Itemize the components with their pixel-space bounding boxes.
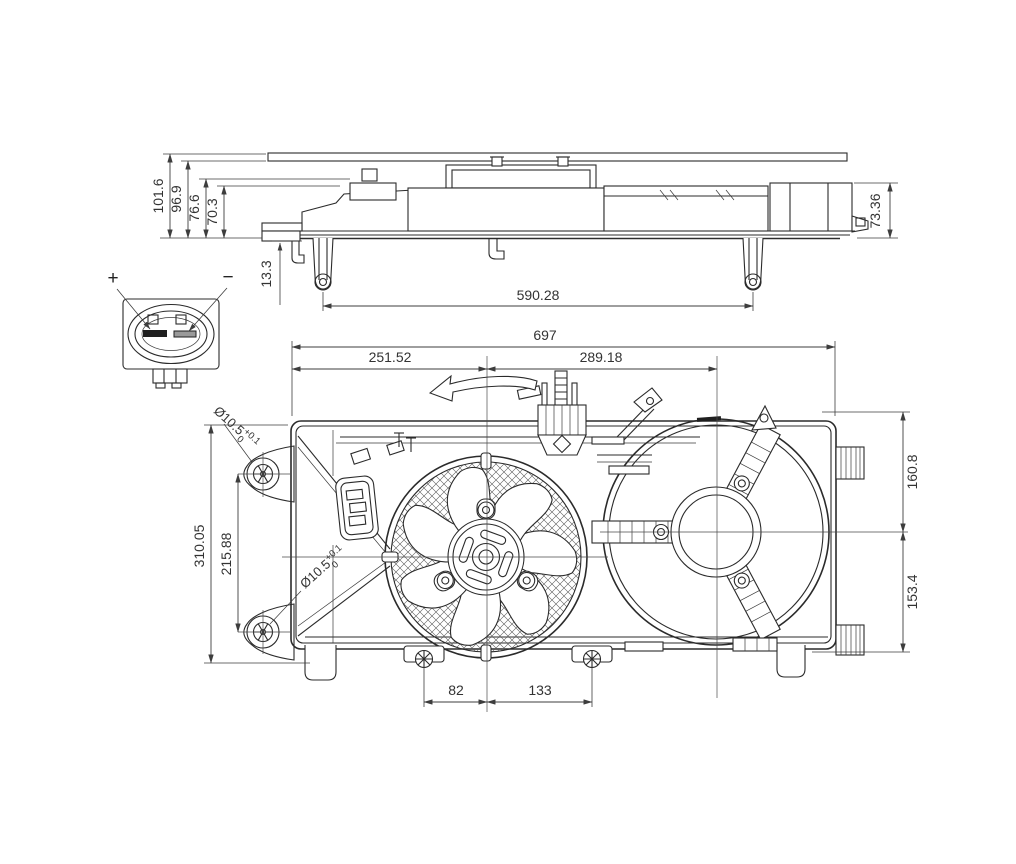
dim-label: 590.28: [517, 287, 560, 303]
dim-foot-right: 133: [486, 668, 593, 707]
fan-ring-tabs: [381, 452, 492, 662]
polarity-positive-label: +: [107, 268, 118, 289]
side-right-end: [769, 182, 869, 233]
side-view: [261, 152, 869, 291]
motor-bosses: [433, 498, 539, 592]
side-left-hook: [291, 241, 305, 264]
dim-label: 133: [528, 682, 552, 698]
side-center-hook: [488, 238, 505, 260]
side-right-pan: [603, 185, 769, 232]
dim-label: 215.88: [218, 532, 234, 575]
dim-side-h-motor: 70.3: [204, 185, 340, 239]
dim-label: 101.6: [150, 178, 166, 213]
ring-mark: [696, 416, 722, 422]
dim-right-upper: 160.8: [822, 411, 920, 533]
dim-right-lower: 153.4: [812, 531, 920, 653]
connector-key-slot: [175, 314, 187, 325]
dim-label: 697: [533, 327, 557, 343]
rotation-direction-arrow-icon: [428, 374, 538, 402]
top-bracket: [516, 370, 625, 456]
bottom-feet: [304, 637, 806, 681]
dim-side-h-rail: 96.9: [168, 160, 266, 239]
side-left-leg: [312, 237, 334, 291]
dim-side-h-right: 73.36: [854, 182, 898, 239]
dim-label: 289.18: [580, 349, 623, 365]
dim-label: 251.52: [369, 349, 412, 365]
dim-side-h-total: 101.6: [150, 153, 266, 239]
dim-side-tab-offset: 13.3: [258, 240, 302, 305]
shroud-connector-box: [335, 475, 379, 541]
side-clip: [361, 168, 378, 182]
foot-hole: [414, 649, 434, 669]
dim-foot-left: 82: [423, 668, 488, 707]
dim-center-to-center: 289.18: [486, 349, 718, 372]
dim-side-mount-span: 590.28: [322, 287, 754, 311]
dim-label: 76.6: [186, 194, 202, 221]
side-motor-housing: [445, 156, 597, 189]
connector-terminal-negative: [173, 330, 197, 338]
ring-clip-top: [751, 404, 777, 431]
polarity-negative-label: −: [222, 267, 233, 288]
dim-label: 82: [448, 682, 464, 698]
side-right-leg: [742, 237, 764, 291]
mid-rails: [597, 454, 652, 475]
dimensions-side-view: 101.6 96.9 76.6 70.3 13.3 73.36: [150, 153, 898, 311]
leader-negative: [188, 287, 228, 332]
dim-label: 310.05: [191, 524, 207, 567]
dim-label: 70.3: [204, 198, 220, 225]
dim-overall-width: 697: [291, 327, 836, 416]
dim-label: 153.4: [904, 574, 920, 609]
dim-side-h-bolt: 76.6: [186, 178, 350, 239]
dim-label: 160.8: [904, 454, 920, 489]
leader-positive: [116, 288, 151, 330]
callout-hole-top: Ø10.5 +0.1 0: [211, 403, 262, 463]
bumper-mounts: [835, 446, 865, 656]
side-base-rail: [262, 230, 855, 240]
connector-detail: + −: [107, 267, 234, 389]
connector-key-slot: [147, 314, 159, 325]
side-left-tab: [261, 222, 303, 232]
hole-tol-lower: 0: [234, 434, 245, 446]
dim-overall-height: 310.05: [191, 424, 310, 664]
connector-body: [122, 298, 220, 370]
strut-upper: [616, 387, 663, 442]
side-left-step: [261, 230, 301, 242]
connector-mount-tabs: [152, 368, 188, 389]
connector-terminal-positive: [143, 330, 167, 337]
dim-left-to-center: 251.52: [291, 349, 488, 372]
wire-clips: [350, 432, 416, 465]
dim-label: 13.3: [258, 260, 274, 287]
foot-hole: [582, 649, 602, 669]
side-center-body: [407, 187, 605, 232]
dim-label: 73.36: [867, 193, 883, 228]
front-view: [243, 370, 865, 681]
hole-tol-lower: 0: [330, 559, 341, 571]
dim-label: 96.9: [168, 185, 184, 212]
dim-hole-spacing: 215.88: [218, 473, 241, 633]
side-clip: [349, 182, 397, 201]
centerlines: [238, 356, 908, 712]
